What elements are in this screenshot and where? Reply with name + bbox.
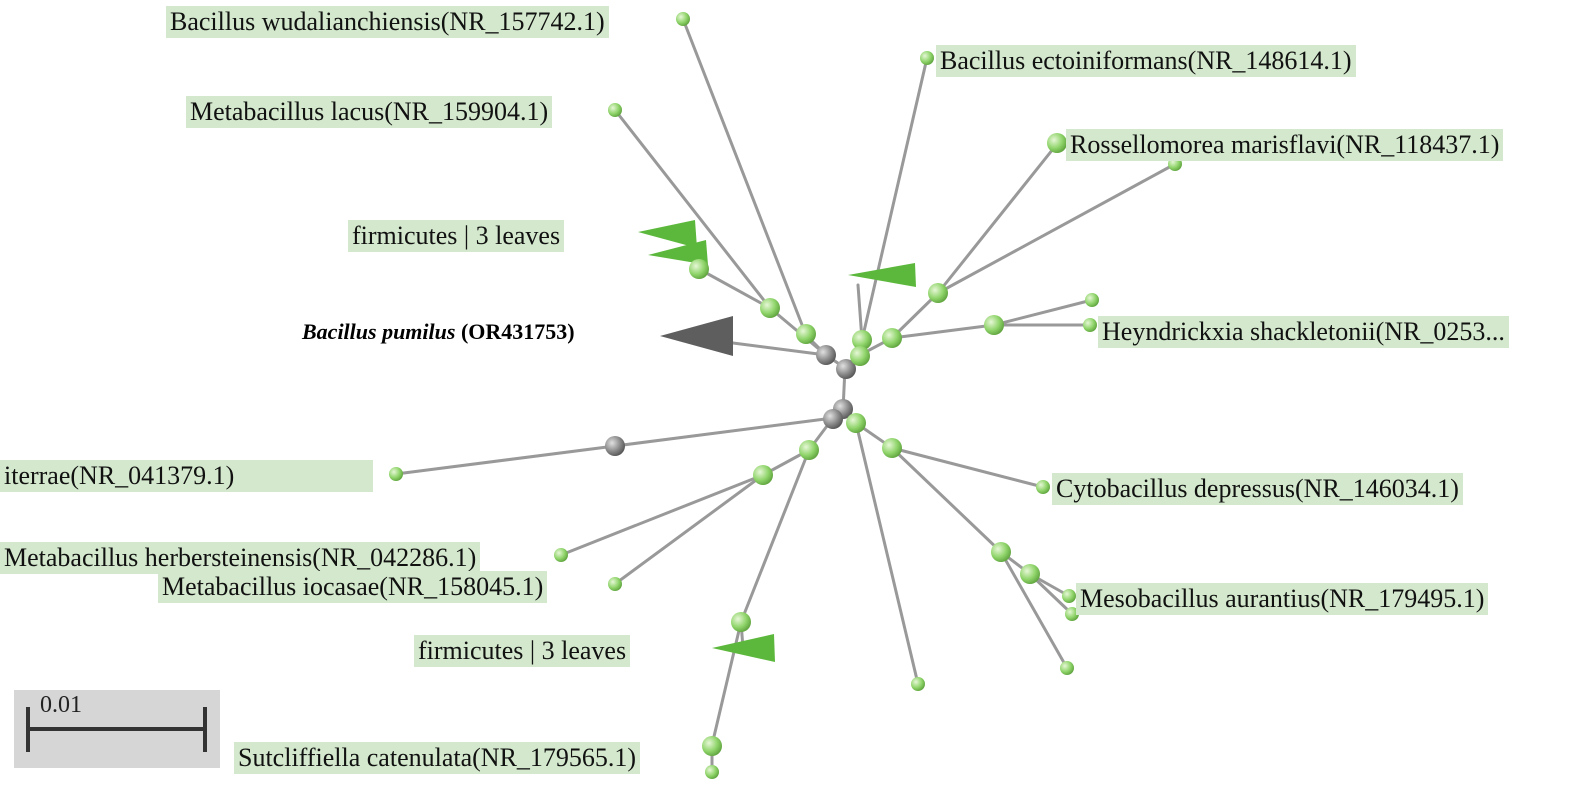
- branch: [613, 473, 765, 586]
- collapsed-clade-label-top[interactable]: firmicutes | 3 leaves: [348, 220, 565, 252]
- query-clade-triangle[interactable]: [660, 316, 733, 356]
- leaf-label-iocasae[interactable]: Metabacillus iocasae(NR_158045.1): [158, 571, 548, 603]
- leaf-node[interactable]: [882, 438, 902, 458]
- scale-bar-line: [26, 707, 207, 752]
- leaf-node[interactable]: [731, 612, 751, 632]
- collapsed-clade-triangle[interactable]: [648, 240, 708, 265]
- leaf-node[interactable]: [689, 259, 709, 279]
- leaf-label-shackletonii[interactable]: Heyndrickxia shackletonii(NR_0253...: [1098, 316, 1509, 348]
- collapsed-clade-triangle[interactable]: [848, 263, 916, 287]
- leaf-node[interactable]: [1060, 661, 1074, 675]
- leaf-label-catenulata[interactable]: Sutcliffiella catenulata(NR_179565.1): [234, 742, 641, 774]
- branch: [890, 291, 940, 340]
- query-accession: (OR431753): [460, 319, 575, 344]
- leaf-node[interactable]: [796, 324, 816, 344]
- leaf-node[interactable]: [1085, 293, 1099, 307]
- branch: [992, 298, 1094, 327]
- leaf-node[interactable]: [850, 346, 870, 366]
- leaf-label-aurantius[interactable]: Mesobacillus aurantius(NR_179495.1): [1076, 583, 1489, 615]
- leaf-node[interactable]: [389, 467, 403, 481]
- leaf-node[interactable]: [608, 577, 622, 591]
- internal-node[interactable]: [823, 409, 843, 429]
- branch: [890, 446, 1045, 489]
- leaf-node[interactable]: [1065, 607, 1079, 621]
- leaf-node[interactable]: [852, 330, 872, 350]
- leaf-node[interactable]: [920, 51, 934, 65]
- branch: [854, 421, 920, 686]
- leaf-node[interactable]: [846, 413, 866, 433]
- leaf-node[interactable]: [676, 12, 690, 26]
- leaf-node[interactable]: [1020, 564, 1040, 584]
- scale-bar: 0.01: [14, 690, 220, 768]
- leaf-node[interactable]: [911, 677, 925, 691]
- leaf-node[interactable]: [1047, 133, 1067, 153]
- branch: [613, 108, 772, 310]
- branch: [890, 323, 996, 340]
- branch: [613, 416, 835, 448]
- query-species: Bacillus pumilus: [302, 319, 456, 344]
- branch: [860, 56, 929, 342]
- branch: [394, 444, 617, 476]
- leaf-node[interactable]: [753, 465, 773, 485]
- leaf-node[interactable]: [882, 328, 902, 348]
- leaf-node[interactable]: [799, 440, 819, 460]
- branch: [681, 17, 808, 337]
- leaf-node[interactable]: [984, 315, 1004, 335]
- leaf-label-marisflavi[interactable]: Rossellomorea marisflavi(NR_118437.1): [1066, 129, 1504, 161]
- branch: [890, 446, 1003, 554]
- leaf-node[interactable]: [1083, 318, 1097, 332]
- collapsed-clade-triangle[interactable]: [712, 634, 775, 662]
- branch: [936, 162, 1177, 295]
- branch: [731, 341, 828, 357]
- query-label[interactable]: Bacillus pumilus (OR431753): [302, 318, 575, 346]
- branch: [697, 267, 772, 310]
- branch: [739, 448, 811, 624]
- internal-nodes: [605, 345, 856, 456]
- leaf-node[interactable]: [554, 548, 568, 562]
- leaf-node[interactable]: [1036, 480, 1050, 494]
- leaf-nodes: [389, 12, 1182, 779]
- internal-node[interactable]: [605, 436, 625, 456]
- branch: [559, 473, 765, 557]
- leaf-node[interactable]: [705, 765, 719, 779]
- internal-node[interactable]: [816, 345, 836, 365]
- leaf-node[interactable]: [928, 283, 948, 303]
- branch: [710, 620, 743, 747]
- leaf-label-depressus[interactable]: Cytobacillus depressus(NR_146034.1): [1052, 473, 1463, 505]
- leaf-label-ectoiniformans[interactable]: Bacillus ectoiniformans(NR_148614.1): [936, 45, 1356, 77]
- leaf-node[interactable]: [991, 542, 1011, 562]
- leaf-node[interactable]: [1062, 589, 1076, 603]
- internal-node[interactable]: [836, 359, 856, 379]
- collapsed-clade-triangle[interactable]: [638, 220, 697, 248]
- leaf-label-lacus[interactable]: Metabacillus lacus(NR_159904.1): [186, 96, 553, 128]
- leaf-node[interactable]: [702, 736, 722, 756]
- branch: [999, 550, 1069, 670]
- leaf-label-herbersteinensis[interactable]: Metabacillus herbersteinensis(NR_042286.…: [0, 542, 481, 574]
- leaf-node[interactable]: [608, 103, 622, 117]
- leaf-label-iterrae[interactable]: iterrae(NR_041379.1): [0, 460, 373, 492]
- leaf-label-wudalianchiensis[interactable]: Bacillus wudalianchiensis(NR_157742.1): [166, 6, 609, 38]
- branch: [936, 142, 1059, 295]
- leaf-node[interactable]: [760, 298, 780, 318]
- scale-bar-label: 0.01: [40, 692, 82, 718]
- collapsed-clade-label-bottom[interactable]: firmicutes | 3 leaves: [414, 635, 631, 667]
